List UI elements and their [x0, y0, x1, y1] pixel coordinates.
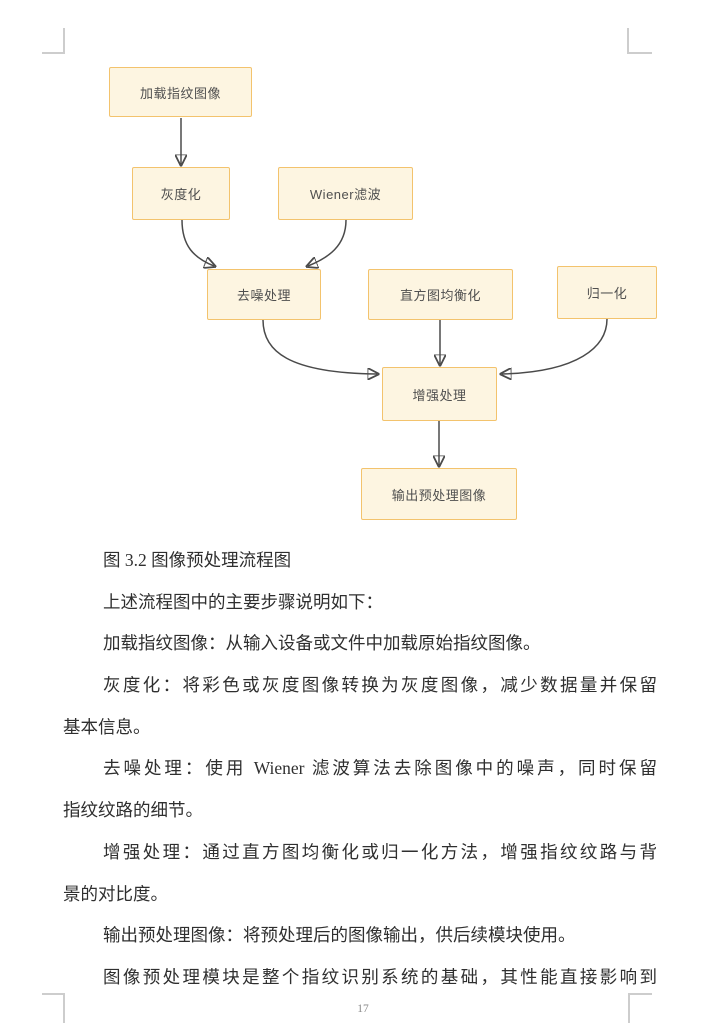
arrow-norm-to-enhance	[502, 318, 608, 374]
flowchart-arrows	[0, 118, 608, 540]
node-label: 直方图均衡化	[399, 288, 481, 303]
body-line: 加载指纹图像：从输入设备或文件中加载原始指纹图像。	[103, 633, 541, 654]
margin-mark-bottom-left	[42, 993, 65, 1023]
body-line: 去噪处理：使用 Wiener 滤波算法去除图像中的噪声，同时保留	[103, 758, 657, 779]
body-line: 图像预处理模块是整个指纹识别系统的基础，其性能直接影响到	[103, 966, 657, 987]
body-line: 景的对比度。	[63, 883, 168, 904]
margin-mark-bottom-right	[628, 993, 652, 1023]
flowchart-node-grayscale: 灰度化	[132, 167, 230, 220]
body-line: 基本信息。	[63, 716, 151, 737]
arrow-denoise-to-enhance	[262, 319, 377, 374]
flowchart-node-enhancement: 增强处理	[382, 367, 497, 421]
body-line: 输出预处理图像：将预处理后的图像输出，供后续模块使用。	[103, 925, 576, 946]
flowchart-node-denoise: 去噪处理	[207, 269, 321, 320]
flowchart-node-normalization: 归一化	[557, 266, 657, 319]
node-label: 加载指纹图像	[139, 85, 221, 101]
node-label: Wiener滤波	[309, 187, 382, 202]
arrow-wiener-to-denoise	[308, 219, 347, 266]
node-label: 灰度化	[160, 187, 202, 202]
preprocessing-flowchart-figure: 加载指纹图像 灰度化 Wiener滤波 去噪处理 直方图均衡化 归一化 增强处理…	[0, 67, 657, 540]
body-text: 图 3.2 图像预处理流程图 上述流程图中的主要步骤说明如下： 加载指纹图像：从…	[63, 540, 657, 999]
figure-caption: 图 3.2 图像预处理流程图	[103, 550, 292, 570]
margin-mark-top-left	[42, 28, 65, 54]
node-label: 输出预处理图像	[391, 487, 487, 503]
flowchart-node-output-image: 输出预处理图像	[361, 468, 517, 520]
body-line: 上述流程图中的主要步骤说明如下：	[103, 591, 383, 612]
node-label: 归一化	[586, 286, 628, 301]
node-label: 增强处理	[412, 387, 467, 403]
node-label: 去噪处理	[236, 288, 291, 303]
flowchart-node-wiener-filter: Wiener滤波	[278, 167, 413, 220]
arrow-gray-to-denoise	[181, 219, 214, 266]
flowchart-node-load-image: 加载指纹图像	[109, 67, 252, 117]
body-line: 指纹纹路的细节。	[63, 800, 203, 821]
flowchart-node-histogram-equalization: 直方图均衡化	[368, 269, 513, 320]
margin-mark-top-right	[627, 28, 652, 54]
page-number: 17	[357, 1003, 369, 1015]
body-line: 增强处理：通过直方图均衡化或归一化方法，增强指纹纹路与背	[103, 841, 657, 862]
body-line: 灰度化：将彩色或灰度图像转换为灰度图像，减少数据量并保留	[103, 675, 657, 696]
